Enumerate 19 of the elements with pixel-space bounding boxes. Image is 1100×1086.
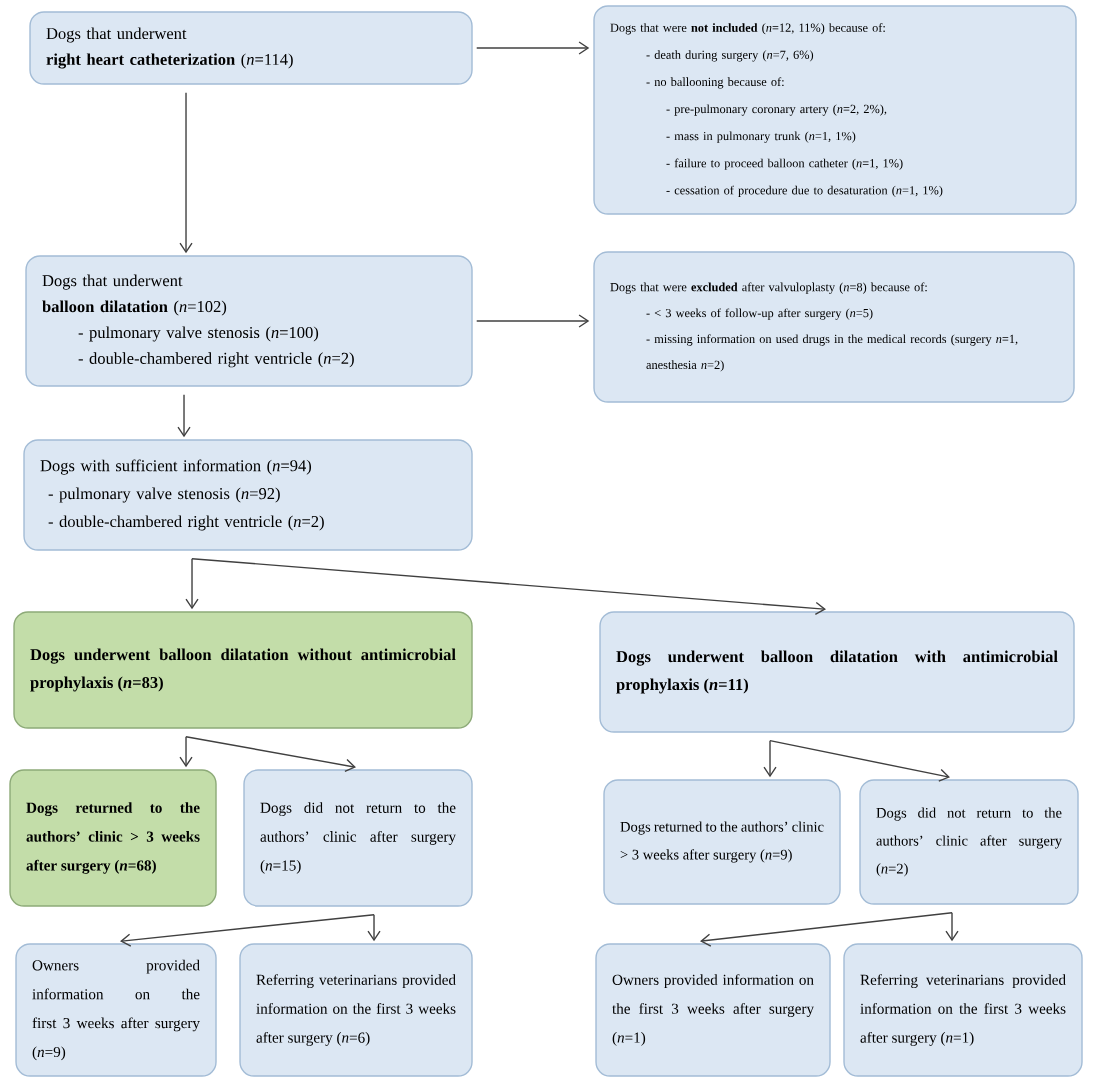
- arrow: [367, 914, 381, 942]
- process-box: Dogs that underwent right heart catheterization (n=114): [29, 11, 473, 85]
- arrow: [191, 558, 826, 616]
- arrow: [185, 736, 356, 773]
- arrow: [700, 912, 953, 947]
- process-box: Dogs underwent balloon dilatation without antimicrobial prophylaxis (n=83): [13, 611, 473, 729]
- arrow: [945, 912, 959, 942]
- arrow: [185, 558, 199, 610]
- arrow: [476, 314, 590, 328]
- process-box: Dogs that underwent balloon dilatation (n=102) - pulmonary valve stenosis (n=100) - double-chambered right ventricle (n=2): [25, 255, 473, 387]
- arrow: [179, 736, 193, 768]
- arrow: [763, 740, 777, 778]
- arrow: [120, 914, 375, 947]
- process-box: Dogs with sufficient information (n=94) - pulmonary valve stenosis (n=92) - double-chambered right ventricle (n=2): [23, 439, 473, 551]
- arrow: [769, 740, 950, 782]
- arrow: [177, 394, 191, 438]
- arrow: [179, 92, 193, 254]
- arrow: [476, 41, 590, 55]
- process-box: Dogs underwent balloon dilatation with antimicrobial prophylaxis (n=11): [599, 611, 1075, 733]
